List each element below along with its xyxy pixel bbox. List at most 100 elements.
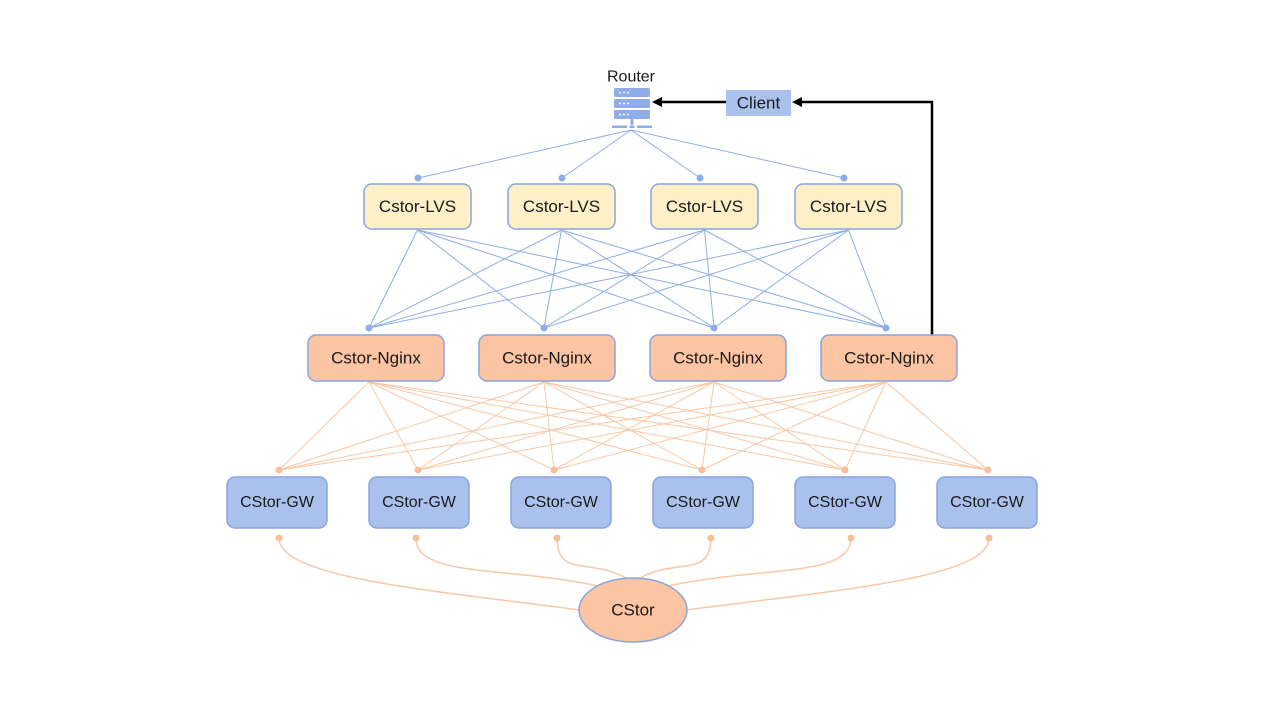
nginx-to-client-arrow [792,97,934,335]
connection-dot [558,174,566,182]
connection-dot [847,534,855,542]
router-lvs-edge [630,129,701,179]
nginx-node-label: Cstor-Nginx [331,349,421,368]
nginx-node[interactable]: Cstor-Nginx [478,334,616,382]
connection-dot [710,324,718,332]
nginx-gw-edge [701,381,887,471]
nginx-gw-edge [368,381,989,471]
client-label: Client [737,94,781,113]
connection-dot [553,534,561,542]
nginx-gw-edge [885,381,989,471]
nginx-node-label: Cstor-Nginx [673,349,763,368]
nginx-gw-edge [713,381,846,471]
router-lvs-edge [630,129,845,179]
gateway-node[interactable]: CStor-GW [226,476,328,529]
nginx-node[interactable]: Cstor-Nginx [649,334,787,382]
lvs-node-label: Cstor-LVS [379,197,456,216]
gateway-node[interactable]: CStor-GW [794,476,896,529]
connection-dot [540,324,548,332]
gateway-node-label: CStor-GW [950,494,1025,511]
gw-storage-edge [685,537,990,611]
connection-dot [275,466,283,474]
nginx-gw-edge [543,381,846,471]
connection-dot [275,534,283,542]
nginx-gw-edge [844,381,887,471]
lvs-nginx-edge [368,229,849,329]
connection-dot [882,324,890,332]
storage-connections [278,537,990,611]
cstor-storage-node[interactable]: CStor [578,577,688,643]
nginx-node[interactable]: Cstor-Nginx [820,334,958,382]
nginx-gw-edge [278,381,887,471]
cstor-label: CStor [611,601,655,620]
nginx-gw-edge [417,381,887,471]
nginx-gw-edge [553,381,715,471]
orange-connections [278,381,989,471]
nginx-gw-edge [543,381,989,471]
connection-dot [414,466,422,474]
lvs-node[interactable]: Cstor-LVS [794,183,903,230]
connection-dot [365,324,373,332]
gw-storage-edge [667,537,852,587]
lvs-nginx-edge [368,229,705,329]
client-node[interactable]: Client [726,90,791,116]
lvs-node[interactable]: Cstor-LVS [650,183,759,230]
gw-storage-edge [639,537,712,579]
nginx-gw-edge [278,381,370,471]
lvs-nginx-edge [417,229,887,329]
connection-dot [985,534,993,542]
nginx-gw-edge [543,381,555,471]
gateway-node[interactable]: CStor-GW [368,476,470,529]
lvs-nginx-edge [704,229,887,329]
gateway-node-label: CStor-GW [666,494,741,511]
lvs-nginx-edge [417,229,545,329]
lvs-nginx-edge [543,229,849,329]
lvs-node[interactable]: Cstor-LVS [507,183,616,230]
connection-dot [984,466,992,474]
connection-dot [414,174,422,182]
gw-storage-edge [415,537,599,587]
nginx-gw-edge [417,381,715,471]
blue-connections [368,129,887,329]
lvs-nginx-edge [561,229,887,329]
gateway-node[interactable]: CStor-GW [936,476,1038,529]
lvs-node-label: Cstor-LVS [523,197,600,216]
gateway-node-label: CStor-GW [240,494,315,511]
nginx-gw-edge [417,381,545,471]
nginx-gw-edge [368,381,846,471]
gateway-node-label: CStor-GW [808,494,883,511]
lvs-node-label: Cstor-LVS [666,197,743,216]
connection-dots [275,174,993,542]
gateway-node[interactable]: CStor-GW [510,476,612,529]
lvs-node[interactable]: Cstor-LVS [363,183,472,230]
lvs-nginx-edge [417,229,715,329]
server-rack-icon [612,88,652,128]
router-node[interactable]: Router [607,69,656,129]
gw-storage-edge [278,537,581,611]
nginx-gw-edge [543,381,703,471]
lvs-nginx-edge [704,229,715,329]
connection-dot [841,466,849,474]
connection-dot [696,174,704,182]
router-label: Router [607,69,656,86]
gateway-node-label: CStor-GW [382,494,457,511]
lvs-nginx-edge [848,229,887,329]
lvs-node-label: Cstor-LVS [810,197,887,216]
nginx-node-label: Cstor-Nginx [844,349,934,368]
gateway-node[interactable]: CStor-GW [652,476,754,529]
lvs-nginx-edge [561,229,715,329]
nginx-node[interactable]: Cstor-Nginx [307,334,445,382]
connection-dot [840,174,848,182]
nginx-gw-edge [278,381,545,471]
lvs-nginx-edge [713,229,849,329]
gateway-node-label: CStor-GW [524,494,599,511]
gateway-layer: CStor-GW CStor-GW CStor-GW CStor-GW CStor-GW… [226,476,1038,529]
nginx-gw-edge [368,381,555,471]
nginx-gw-edge [701,381,715,471]
nginx-gw-edge [368,381,419,471]
nginx-layer: Cstor-Nginx Cstor-Nginx Cstor-Nginx Cstor-N… [307,334,958,382]
connection-dot [412,534,420,542]
router-lvs-edge [417,129,632,179]
gw-storage-edge [556,537,627,579]
lvs-nginx-edge [543,229,705,329]
